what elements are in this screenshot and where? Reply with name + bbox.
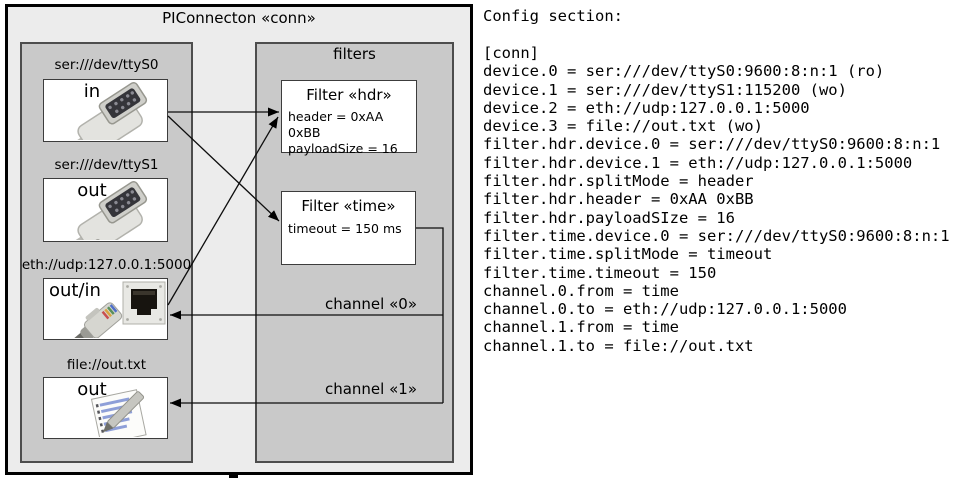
device-node-eth: out/in [43,278,168,340]
device-label-ttys1: ser:///dev/ttyS1 [54,157,159,173]
filter-title: Filter «time» [301,197,396,215]
device-direction-label: out [77,180,107,201]
device-label-eth: eth://udp:127.0.0.1:5000 [21,257,192,273]
diagram-title: PIConnecton «conn» [162,9,316,27]
filter-node-time: Filter «time» timeout = 150 ms [281,191,416,265]
filter-properties: timeout = 150 ms [288,221,402,237]
channel-1-label: channel «1» [324,380,417,398]
config-heading: Config section: [483,7,623,25]
filters-panel-title: filters [333,45,376,63]
device-direction-label: out [77,379,107,400]
config-text: [conn] device.0 = ser:///dev/ttyS0:9600:… [483,44,950,355]
filter-property: header = 0xAA 0xBB [288,109,384,140]
filter-properties: header = 0xAA 0xBB payloadSize = 16 [288,109,416,157]
device-label-ttys0: ser:///dev/ttyS0 [54,57,159,73]
frame-bottom-notch [229,472,238,478]
notepad-icon [90,389,147,437]
ethernet-connector-icon [70,281,166,338]
device-direction-label: out/in [49,280,101,301]
filter-title: Filter «hdr» [306,86,392,104]
device-node-ttys0: in [43,79,168,142]
device-label-file: file://out.txt [66,357,147,373]
device-node-ttys1: out [43,178,168,242]
channel-0-label: channel «0» [324,295,417,313]
filter-node-hdr: Filter «hdr» header = 0xAA 0xBB payloadS… [281,80,417,156]
device-node-file: out [43,377,168,439]
device-direction-label: in [83,81,101,102]
filter-property: timeout = 150 ms [288,221,402,236]
serial-connector-icon [66,81,148,140]
filter-property: payloadSize = 16 [288,141,398,156]
serial-connector-icon [66,180,148,240]
